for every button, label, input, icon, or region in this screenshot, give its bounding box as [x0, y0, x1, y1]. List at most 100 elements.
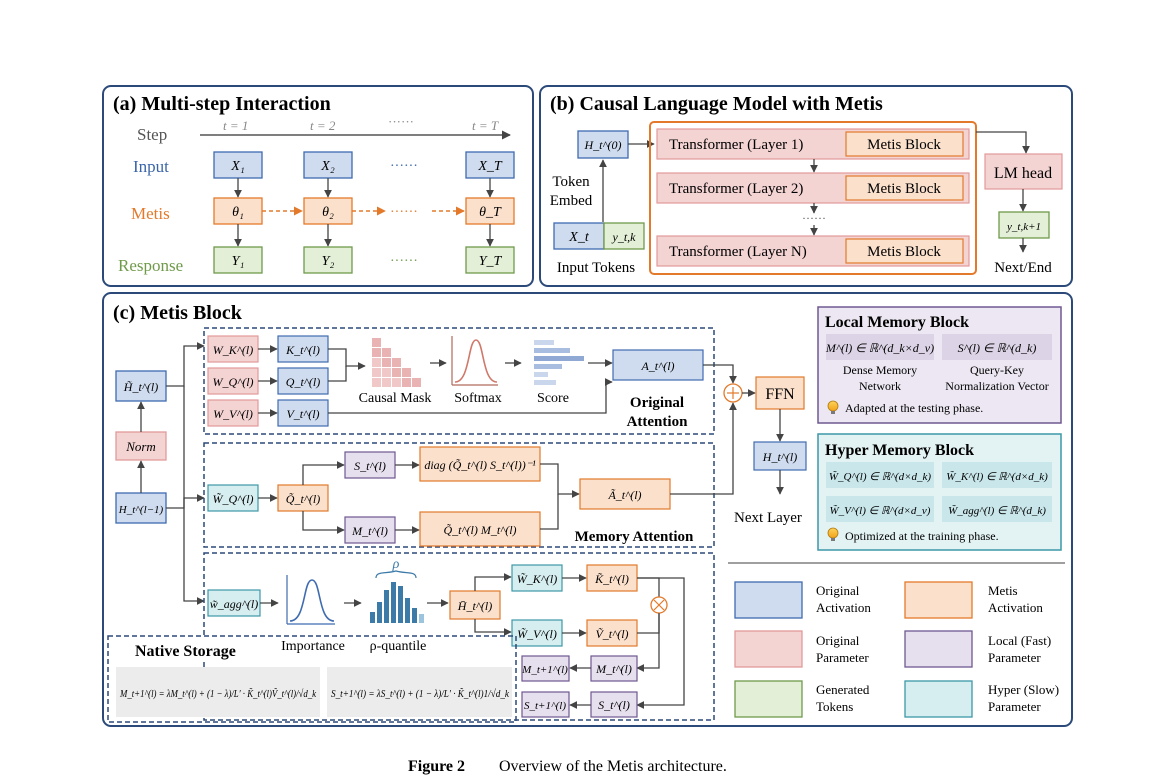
lightbulb-icon [827, 400, 839, 414]
wq-box: W_Q^(l) [212, 375, 253, 389]
layer-vdots: ······ [802, 211, 826, 225]
a-tilde-box: Ã_t^(l) [607, 488, 641, 502]
token-embed-2: Embed [550, 193, 593, 209]
metis-block-label-n: Metis Block [867, 244, 941, 260]
legend-local-param-1: Local (Fast) [988, 633, 1051, 648]
hyper-wagg-def: W̃_agg^(l) ∈ ℝ^(d_k) [948, 504, 1046, 517]
lm-head-box: LM head [994, 165, 1052, 182]
rho-quantile-label: ρ-quantile [370, 639, 427, 654]
input-x2: X₂ [320, 159, 335, 174]
ytk1-box: y_t,k+1 [1006, 221, 1041, 233]
mt-box: M_t^(l) [351, 524, 388, 538]
legend-hyper-param-2: Parameter [988, 699, 1041, 714]
mt-new-box: M_t+1^(l) [521, 664, 568, 676]
legend-hyper-param-1: Hyper (Slow) [988, 682, 1059, 697]
transformer-layer-1: Transformer (Layer 1) [669, 137, 803, 153]
time-label-2: t = 2 [310, 118, 336, 133]
local-m-desc-1: Dense Memory [843, 363, 917, 377]
xt-box: X_t [568, 230, 590, 245]
local-memory-note: Adapted at the testing phase. [845, 401, 983, 415]
next-layer-label: Next Layer [734, 510, 802, 526]
metis-theta1: θ₁ [232, 205, 244, 220]
at-box: A_t^(l) [640, 359, 674, 373]
kt-box: K_t^(l) [285, 343, 320, 357]
local-s-desc-1: Query-Key [970, 363, 1024, 377]
local-m-desc-2: Network [859, 379, 901, 393]
hyper-memory-title: Hyper Memory Block [825, 442, 974, 459]
row-label-response: Response [118, 256, 183, 275]
causal-mask-icon [372, 338, 421, 387]
time-label-dots: ······ [388, 114, 414, 129]
transformer-layer-2: Transformer (Layer 2) [669, 181, 803, 197]
importance-label: Importance [281, 639, 345, 654]
panel-a: (a) Multi-step Interaction Step t = 1 t … [102, 85, 534, 287]
row-label-input: Input [133, 157, 169, 176]
ht-box: H_t^(l) [762, 450, 797, 464]
k-tilde-box: K̃_t^(l) [594, 572, 629, 586]
local-s-def: S^(l) ∈ ℝ^(d_k) [958, 341, 1037, 355]
time-label-T: t = T [472, 118, 499, 133]
panel-c: (c) Metis Block H̃_t^(l) Norm H_t^(l−1) … [102, 292, 1073, 727]
row-label-step: Step [137, 125, 167, 144]
score-icon [534, 340, 584, 385]
legend-gen-tok-2: Tokens [816, 699, 853, 714]
causal-mask-label: Causal Mask [359, 391, 432, 406]
lightbulb-icon [827, 527, 839, 541]
legend-metis-act-1: Metis [988, 583, 1018, 598]
local-m-def: M^(l) ∈ ℝ^(d_k×d_v) [825, 341, 934, 355]
wk-tilde-box: W̃_K^(l) [517, 572, 557, 586]
h0-box: H_t^(0) [583, 138, 621, 152]
hyper-wk-def: W̃_K^(l) ∈ ℝ^(d×d_k) [946, 470, 1048, 483]
time-label-1: t = 1 [223, 118, 248, 133]
legend-orig-param-1: Original [816, 633, 860, 648]
legend-local-param-2: Parameter [988, 650, 1041, 665]
input-tokens-label: Input Tokens [557, 260, 635, 276]
metis-block-label-1: Metis Block [867, 137, 941, 153]
wk-box: W_K^(l) [213, 343, 253, 357]
ffn-box: FFN [765, 386, 795, 403]
panel-b-title: (b) Causal Language Model with Metis [550, 93, 883, 115]
token-embed-1: Token [552, 174, 590, 190]
softmax-label: Softmax [454, 391, 501, 406]
metis-dots: ······ [390, 205, 418, 220]
st-box: S_t^(l) [354, 459, 386, 473]
legend-orig-act-1: Original [816, 583, 860, 598]
local-s-desc-2: Normalization Vector [945, 379, 1048, 393]
equation-s-update: S_t+1^(l) = λS_t^(l) + (1 − λ)/L′ · K̃_t… [331, 687, 510, 700]
norm-box: Norm [125, 439, 156, 454]
next-end-label: Next/End [994, 260, 1052, 276]
panel-a-title: (a) Multi-step Interaction [113, 93, 331, 115]
response-dots: ······ [390, 254, 418, 269]
transformer-layer-n: Transformer (Layer N) [669, 244, 807, 260]
w-agg-box: w̃_agg^(l) [210, 597, 258, 611]
h-bar-box: H̄_t^(l) [457, 599, 492, 613]
mt-old-box: M_t^(l) [595, 662, 632, 676]
panel-b: (b) Causal Language Model with Metis H_t… [539, 85, 1073, 287]
qt-box: Q_t^(l) [286, 375, 320, 389]
hyper-wv-def: W̃_V^(l) ∈ ℝ^(d×d_v) [830, 504, 931, 517]
h-prev-box: H_t^(l−1) [118, 504, 164, 516]
rho-label: ρ [392, 557, 400, 572]
memory-attention-label: Memory Attention [575, 529, 694, 545]
h-tilde-box: H̃_t^(l) [123, 380, 158, 394]
legend-orig-param-2: Parameter [816, 650, 869, 665]
legend: Original Activation Metis Activation Ori… [734, 581, 1059, 718]
input-dots: ······ [390, 159, 418, 174]
native-storage-label: Native Storage [135, 643, 236, 660]
figure-caption-label: Figure 2 [408, 758, 465, 775]
response-y2: Y₂ [322, 254, 335, 269]
original-attention-label-1: Original [630, 395, 684, 411]
wv-tilde-box: W̃_V^(l) [517, 627, 557, 641]
qm-box: Q̃_t^(l) M_t^(l) [443, 523, 516, 537]
response-yT: Y_T [479, 254, 503, 269]
importance-icon [286, 575, 335, 625]
metis-thetaT: θ_T [479, 205, 502, 220]
input-x1: X₁ [230, 159, 244, 174]
st-new-box: S_t+1^(l) [524, 700, 566, 712]
q-tilde-box: Q̃_t^(l) [286, 492, 320, 506]
local-memory-title: Local Memory Block [825, 314, 969, 331]
rho-quantile-icon: ρ [370, 557, 424, 623]
legend-gen-tok-1: Generated [816, 682, 870, 697]
hyper-wq-def: W̃_Q^(l) ∈ ℝ^(d×d_k) [829, 470, 932, 483]
ytk-box: y_t,k [612, 230, 637, 244]
